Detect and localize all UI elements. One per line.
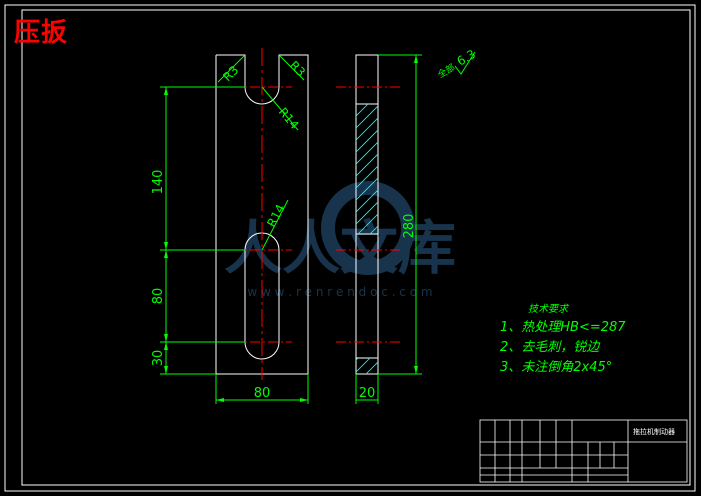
surface-finish-value: 6.3 [455,47,479,69]
tech-req-item-1: 1、热处理HB<=287 [500,320,626,335]
watermark: 人人文库 w w w . r e n r e n d o c . c o m [224,181,456,299]
dim-280-label: 280 [402,214,417,239]
tech-req-heading: 技术要求 [528,303,570,315]
r14-upper-leader [261,86,299,131]
surface-finish-prefix: 全部 [436,61,458,80]
outer-frame [4,4,696,492]
dim-140-label: 140 [151,170,166,195]
tech-req-item-2: 2、去毛刺，锐边 [500,340,601,355]
r3-left-label: R3 [220,63,241,84]
technical-requirements: 技术要求 1、热处理HB<=287 2、去毛刺，锐边 3、未注倒角2x45° [500,303,626,375]
dim-80-vertical-label: 80 [151,288,166,305]
title-block-part-name: 拖拉机制动器 [633,427,675,436]
drawing-title: 压扳 [14,18,69,48]
front-view-outline [215,54,309,375]
dim-80-width-label: 80 [254,386,271,401]
r3-right-leader [279,55,305,81]
dim-30-label: 30 [151,350,166,367]
upper-arc [244,86,280,105]
dim-20-label: 20 [359,386,376,401]
r14-upper-label: R14 [276,105,302,132]
r3-left-leader [217,55,245,83]
slot-outline [244,232,280,360]
title-block [479,419,688,483]
watermark-url: w w w . r e n r e n d o c . c o m [247,285,432,299]
side-hatch-upper [356,104,378,234]
surface-finish: 全部 6.3 [436,47,479,81]
side-hatch-lower [356,358,378,374]
side-view: 280 20 [336,54,422,404]
r14-slot-leader [261,199,289,251]
title-block-frame [479,419,688,483]
watermark-text: 人人文库 [224,214,456,282]
r3-right-label: R3 [287,58,308,79]
roughness-symbol-icon [454,51,476,75]
inner-frame [21,9,691,486]
tech-req-item-3: 3、未注倒角2x45° [500,360,612,375]
